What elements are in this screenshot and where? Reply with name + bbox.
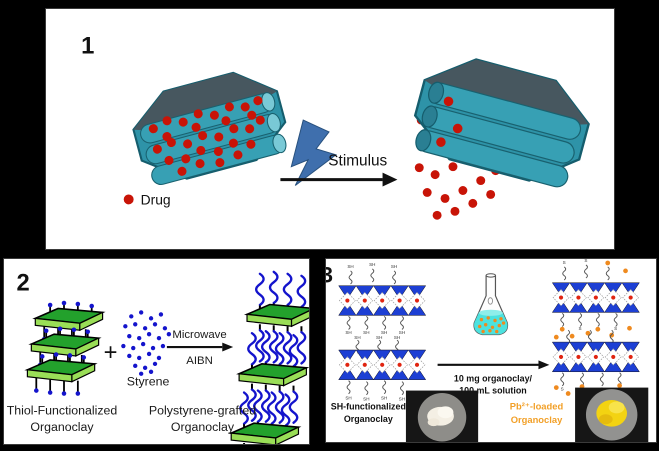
- sh-label: SH: [399, 396, 405, 401]
- drug-loaded-nanotube-icon: [132, 71, 287, 186]
- product-caption-line2: Organoclay: [171, 420, 235, 434]
- stimulus-label: Stimulus: [328, 153, 387, 170]
- sh-label: SH: [363, 330, 369, 335]
- product-caption-line1: Polystyrene-grafted: [149, 403, 256, 417]
- drug-release-scheme: 1: [81, 33, 590, 220]
- s-label: S: [614, 326, 617, 331]
- grafting-arrow: [166, 342, 234, 352]
- s-label: S: [584, 259, 587, 263]
- drug-legend-label: Drug: [141, 191, 171, 207]
- flask-icon: [473, 273, 509, 336]
- styrene-monomer-icon: [121, 310, 172, 376]
- s-label: S: [561, 387, 564, 392]
- panel-2-grafting-scheme: 2 + Styrene: [3, 258, 310, 445]
- sh-label: SH: [376, 335, 382, 340]
- empty-nanotube-icon: [413, 58, 590, 188]
- styrene-label: Styrene: [127, 375, 170, 389]
- panel-3-lead-adsorption: 3 SH SH SH SH SH SH SH SH SH SH SH: [325, 258, 657, 443]
- white-powder-photo: [405, 390, 479, 442]
- panel-2-number: 2: [17, 271, 30, 297]
- drug-dot-icon: [123, 194, 134, 205]
- reactant-caption-line1: Thiol-Functionalized: [7, 403, 118, 417]
- yellow-powder-photo: [575, 387, 649, 442]
- sh-label: SH: [381, 330, 387, 335]
- condition-caption-line1: 10 mg organoclay/: [454, 374, 533, 384]
- adsorption-arrow: [437, 360, 550, 370]
- sh-label: SH: [354, 335, 360, 340]
- drug-legend: Drug: [123, 191, 171, 207]
- lead-adsorption-scheme: 3 SH SH SH SH SH SH SH SH SH SH SH: [326, 259, 649, 442]
- reactant-caption-line2: Organoclay: [344, 414, 393, 424]
- residual-drug-dots: [436, 96, 463, 147]
- panel-1-drug-release: 1: [45, 8, 615, 250]
- s-label: S: [579, 326, 582, 331]
- release-arrow: [280, 172, 398, 187]
- condition-caption-line2: 100 mL solution: [459, 386, 527, 396]
- panel-3-number: 3: [326, 263, 333, 288]
- pb-loaded-organoclay-icon: S S S S S S: [551, 259, 640, 396]
- loaded-drug-dots: [148, 96, 265, 176]
- sh-label: SH: [363, 396, 369, 401]
- sh-label: SH: [381, 395, 387, 400]
- sh-label: SH: [369, 262, 375, 267]
- reactant-caption-line1: SH-functionalized: [331, 401, 406, 411]
- sh-label: SH: [347, 264, 353, 269]
- s-label: S: [563, 260, 566, 265]
- plus-sign: +: [104, 340, 118, 366]
- condition-microwave-label: Microwave: [172, 329, 226, 341]
- polystyrene-grafted-organoclay-icon: [231, 270, 309, 444]
- stimulus-bolt-icon: [290, 119, 338, 186]
- product-caption-line2: Organoclay: [511, 414, 563, 425]
- panel-1-number: 1: [81, 33, 94, 60]
- sh-label: SH: [391, 264, 397, 269]
- thiol-organoclay-icon: [27, 301, 102, 396]
- condition-aibn-label: AIBN: [186, 355, 213, 367]
- grafting-scheme: 2 + Styrene: [7, 270, 309, 444]
- sh-label: SH: [345, 395, 351, 400]
- sh-label: SH: [394, 335, 400, 340]
- sh-label: SH: [345, 330, 351, 335]
- sh-organoclay-icon: SH SH SH SH SH SH SH SH SH SH SH SH SH S…: [338, 262, 427, 401]
- product-caption-line1: Pb²⁺-loaded: [510, 400, 564, 411]
- sh-label: SH: [399, 330, 405, 335]
- reactant-caption-line2: Organoclay: [30, 420, 94, 434]
